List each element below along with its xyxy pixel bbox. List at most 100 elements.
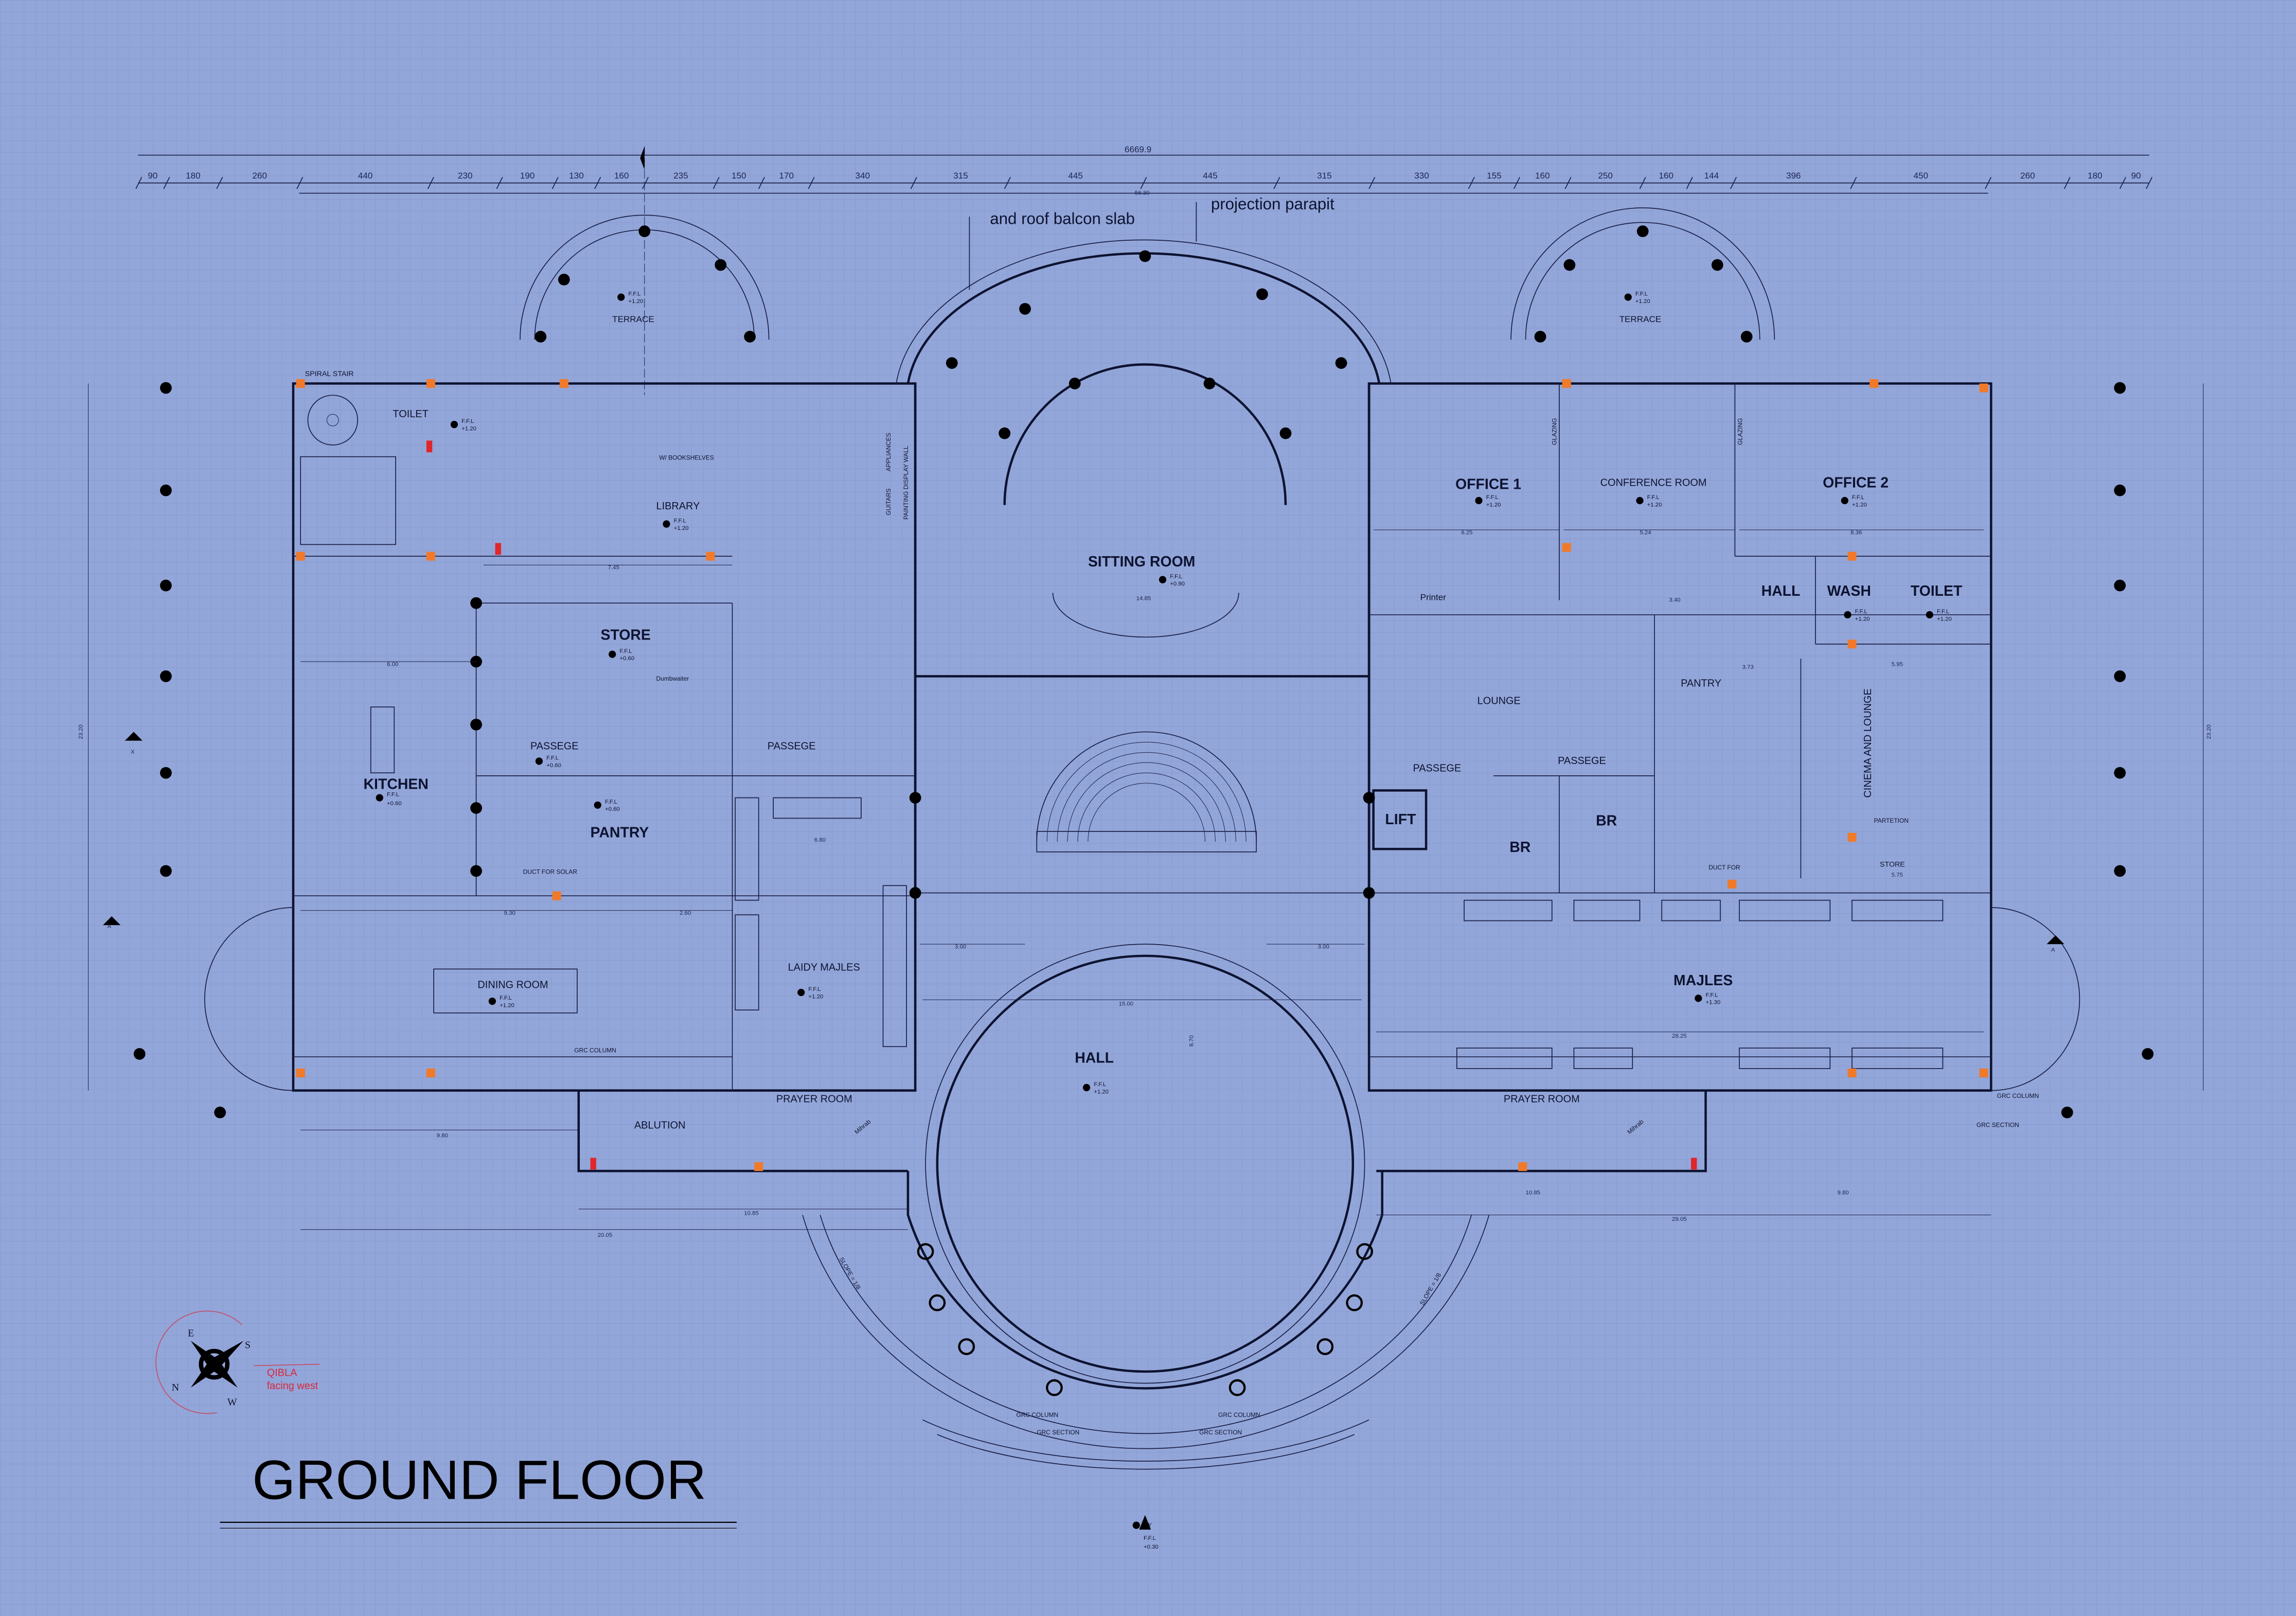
- column: [909, 792, 921, 804]
- column: [999, 427, 1011, 439]
- compass-e: E: [188, 1328, 194, 1339]
- room-label-pantry-right: PANTRY: [1681, 678, 1721, 689]
- column-marker: [1847, 1068, 1857, 1077]
- level-majles: F.F.L+1.30: [1695, 992, 1720, 1006]
- column: [1636, 225, 1649, 237]
- svg-text:F.F.L: F.F.L: [628, 291, 640, 297]
- dimension-tick: [1639, 176, 1646, 189]
- room-labels: TERRACE TERRACE SPIRAL STAIR KITCHEN STO…: [305, 314, 1963, 1131]
- svg-text:+1.20: +1.20: [628, 298, 643, 305]
- level-store: F.F.L+0.60: [609, 648, 634, 662]
- column: [2114, 670, 2126, 682]
- column: [160, 579, 172, 592]
- room-label-passege-2: PASSEGE: [768, 741, 816, 752]
- overall-dimension: 6669.9: [1125, 145, 1151, 154]
- svg-text:5.75: 5.75: [1892, 872, 1903, 878]
- top-dimension-label: 150: [732, 171, 746, 181]
- dimension-tick: [808, 176, 815, 189]
- note-grc-section-1: GRC SECTION: [1977, 1122, 2019, 1129]
- svg-text:5.24: 5.24: [1640, 529, 1651, 536]
- compass-n: N: [172, 1382, 179, 1393]
- svg-text:10.85: 10.85: [744, 1210, 758, 1216]
- note-grc-section-3: GRC SECTION: [1199, 1429, 1242, 1436]
- dimension-tick: [910, 176, 917, 189]
- svg-text:8.36: 8.36: [1850, 529, 1862, 536]
- top-dimension-label: 155: [1487, 171, 1501, 181]
- room-label-majles: MAJLES: [1674, 972, 1733, 989]
- top-dimension-label: 445: [1203, 171, 1217, 181]
- level-toilet: F.F.L+1.20: [1926, 609, 1952, 622]
- svg-text:+1.20: +1.20: [1094, 1089, 1109, 1095]
- column: [2061, 1106, 2073, 1118]
- column-marker: [1728, 879, 1737, 889]
- hall-column: [917, 1243, 934, 1260]
- svg-text:+1.20: +1.20: [1647, 502, 1662, 508]
- dimension-tick: [1686, 176, 1693, 189]
- column-marker: [1979, 1068, 1988, 1077]
- parapet-callout: projection parapit: [1211, 195, 1334, 213]
- red-marker: [426, 440, 433, 453]
- drawing-title: GROUND FLOOR: [252, 1448, 706, 1511]
- svg-text:+1.20: +1.20: [1852, 502, 1867, 508]
- top-dimension-label: 250: [1598, 171, 1612, 181]
- svg-text:8.70: 8.70: [1189, 1035, 1195, 1046]
- top-dimension-label: 450: [1913, 171, 1928, 181]
- room-label-lift: LIFT: [1385, 811, 1416, 828]
- room-label-hall-small: HALL: [1761, 583, 1801, 599]
- room-label-laidy-majles: LAIDY MAJLES: [788, 962, 860, 973]
- note-duct-for: DUCT FOR: [1708, 864, 1740, 871]
- svg-text:9.30: 9.30: [504, 910, 515, 916]
- room-label-passege-3: PASSEGE: [1413, 762, 1461, 774]
- svg-text:7.45: 7.45: [608, 565, 619, 571]
- column-marker: [552, 891, 561, 900]
- svg-text:F.F.L: F.F.L: [808, 986, 821, 992]
- top-dimension-label: 340: [855, 171, 869, 181]
- note-glazing-1: GLAZING: [1551, 418, 1558, 445]
- top-dimension-label: 160: [1659, 171, 1673, 181]
- svg-text:+0.90: +0.90: [1170, 581, 1185, 587]
- column-marker: [1847, 832, 1857, 842]
- top-dimension-label: 330: [1414, 171, 1429, 181]
- svg-text:F.F.L: F.F.L: [605, 799, 617, 805]
- room-label-sitting-room: SITTING ROOM: [1088, 554, 1196, 570]
- column-marker: [1847, 640, 1857, 649]
- room-label-toilet: TOILET: [1911, 583, 1963, 599]
- column: [2142, 1048, 2154, 1060]
- svg-text:+0.60: +0.60: [387, 801, 402, 807]
- column: [1139, 250, 1151, 262]
- room-label-terrace-right: TERRACE: [1619, 314, 1662, 324]
- column: [638, 225, 651, 237]
- column: [2114, 484, 2126, 496]
- hall-column: [958, 1338, 975, 1355]
- svg-text:+1.20: +1.20: [674, 525, 689, 531]
- svg-text:F.F.L: F.F.L: [387, 792, 399, 798]
- compass-rose: E S N W QIBLA facing west: [155, 1310, 320, 1414]
- top-dimension-label: 160: [1535, 171, 1550, 181]
- dimension-tick: [1004, 176, 1011, 189]
- level-toilet-left: F.F.L+1.20: [450, 418, 476, 432]
- column: [160, 382, 172, 394]
- dimension-tick: [713, 176, 720, 189]
- hall-column: [929, 1294, 946, 1311]
- dimension-tick: [1850, 176, 1857, 189]
- dimension-tick: [2063, 176, 2071, 189]
- column: [2114, 382, 2126, 394]
- room-label-lounge: LOUNGE: [1478, 695, 1521, 706]
- svg-text:+1.20: +1.20: [1937, 616, 1952, 622]
- dimension-tick: [1368, 176, 1376, 189]
- column: [470, 865, 482, 877]
- column: [470, 802, 482, 814]
- note-painting-wall: PAINTING DISPLAY WALL: [902, 446, 910, 520]
- svg-text:9.80: 9.80: [1838, 1190, 1849, 1196]
- level-hall: F.F.L+1.20: [1082, 1081, 1109, 1095]
- qibla-label: QIBLA: [267, 1367, 297, 1378]
- svg-text:+1.20: +1.20: [461, 425, 476, 432]
- svg-text:20.05: 20.05: [598, 1232, 612, 1238]
- svg-text:F.F.L: F.F.L: [1635, 291, 1648, 297]
- svg-text:3.40: 3.40: [1669, 597, 1680, 603]
- column: [2114, 767, 2126, 779]
- top-dimension-label: 160: [614, 171, 629, 181]
- top-dimension-label: 180: [2088, 171, 2102, 181]
- column: [1534, 330, 1546, 343]
